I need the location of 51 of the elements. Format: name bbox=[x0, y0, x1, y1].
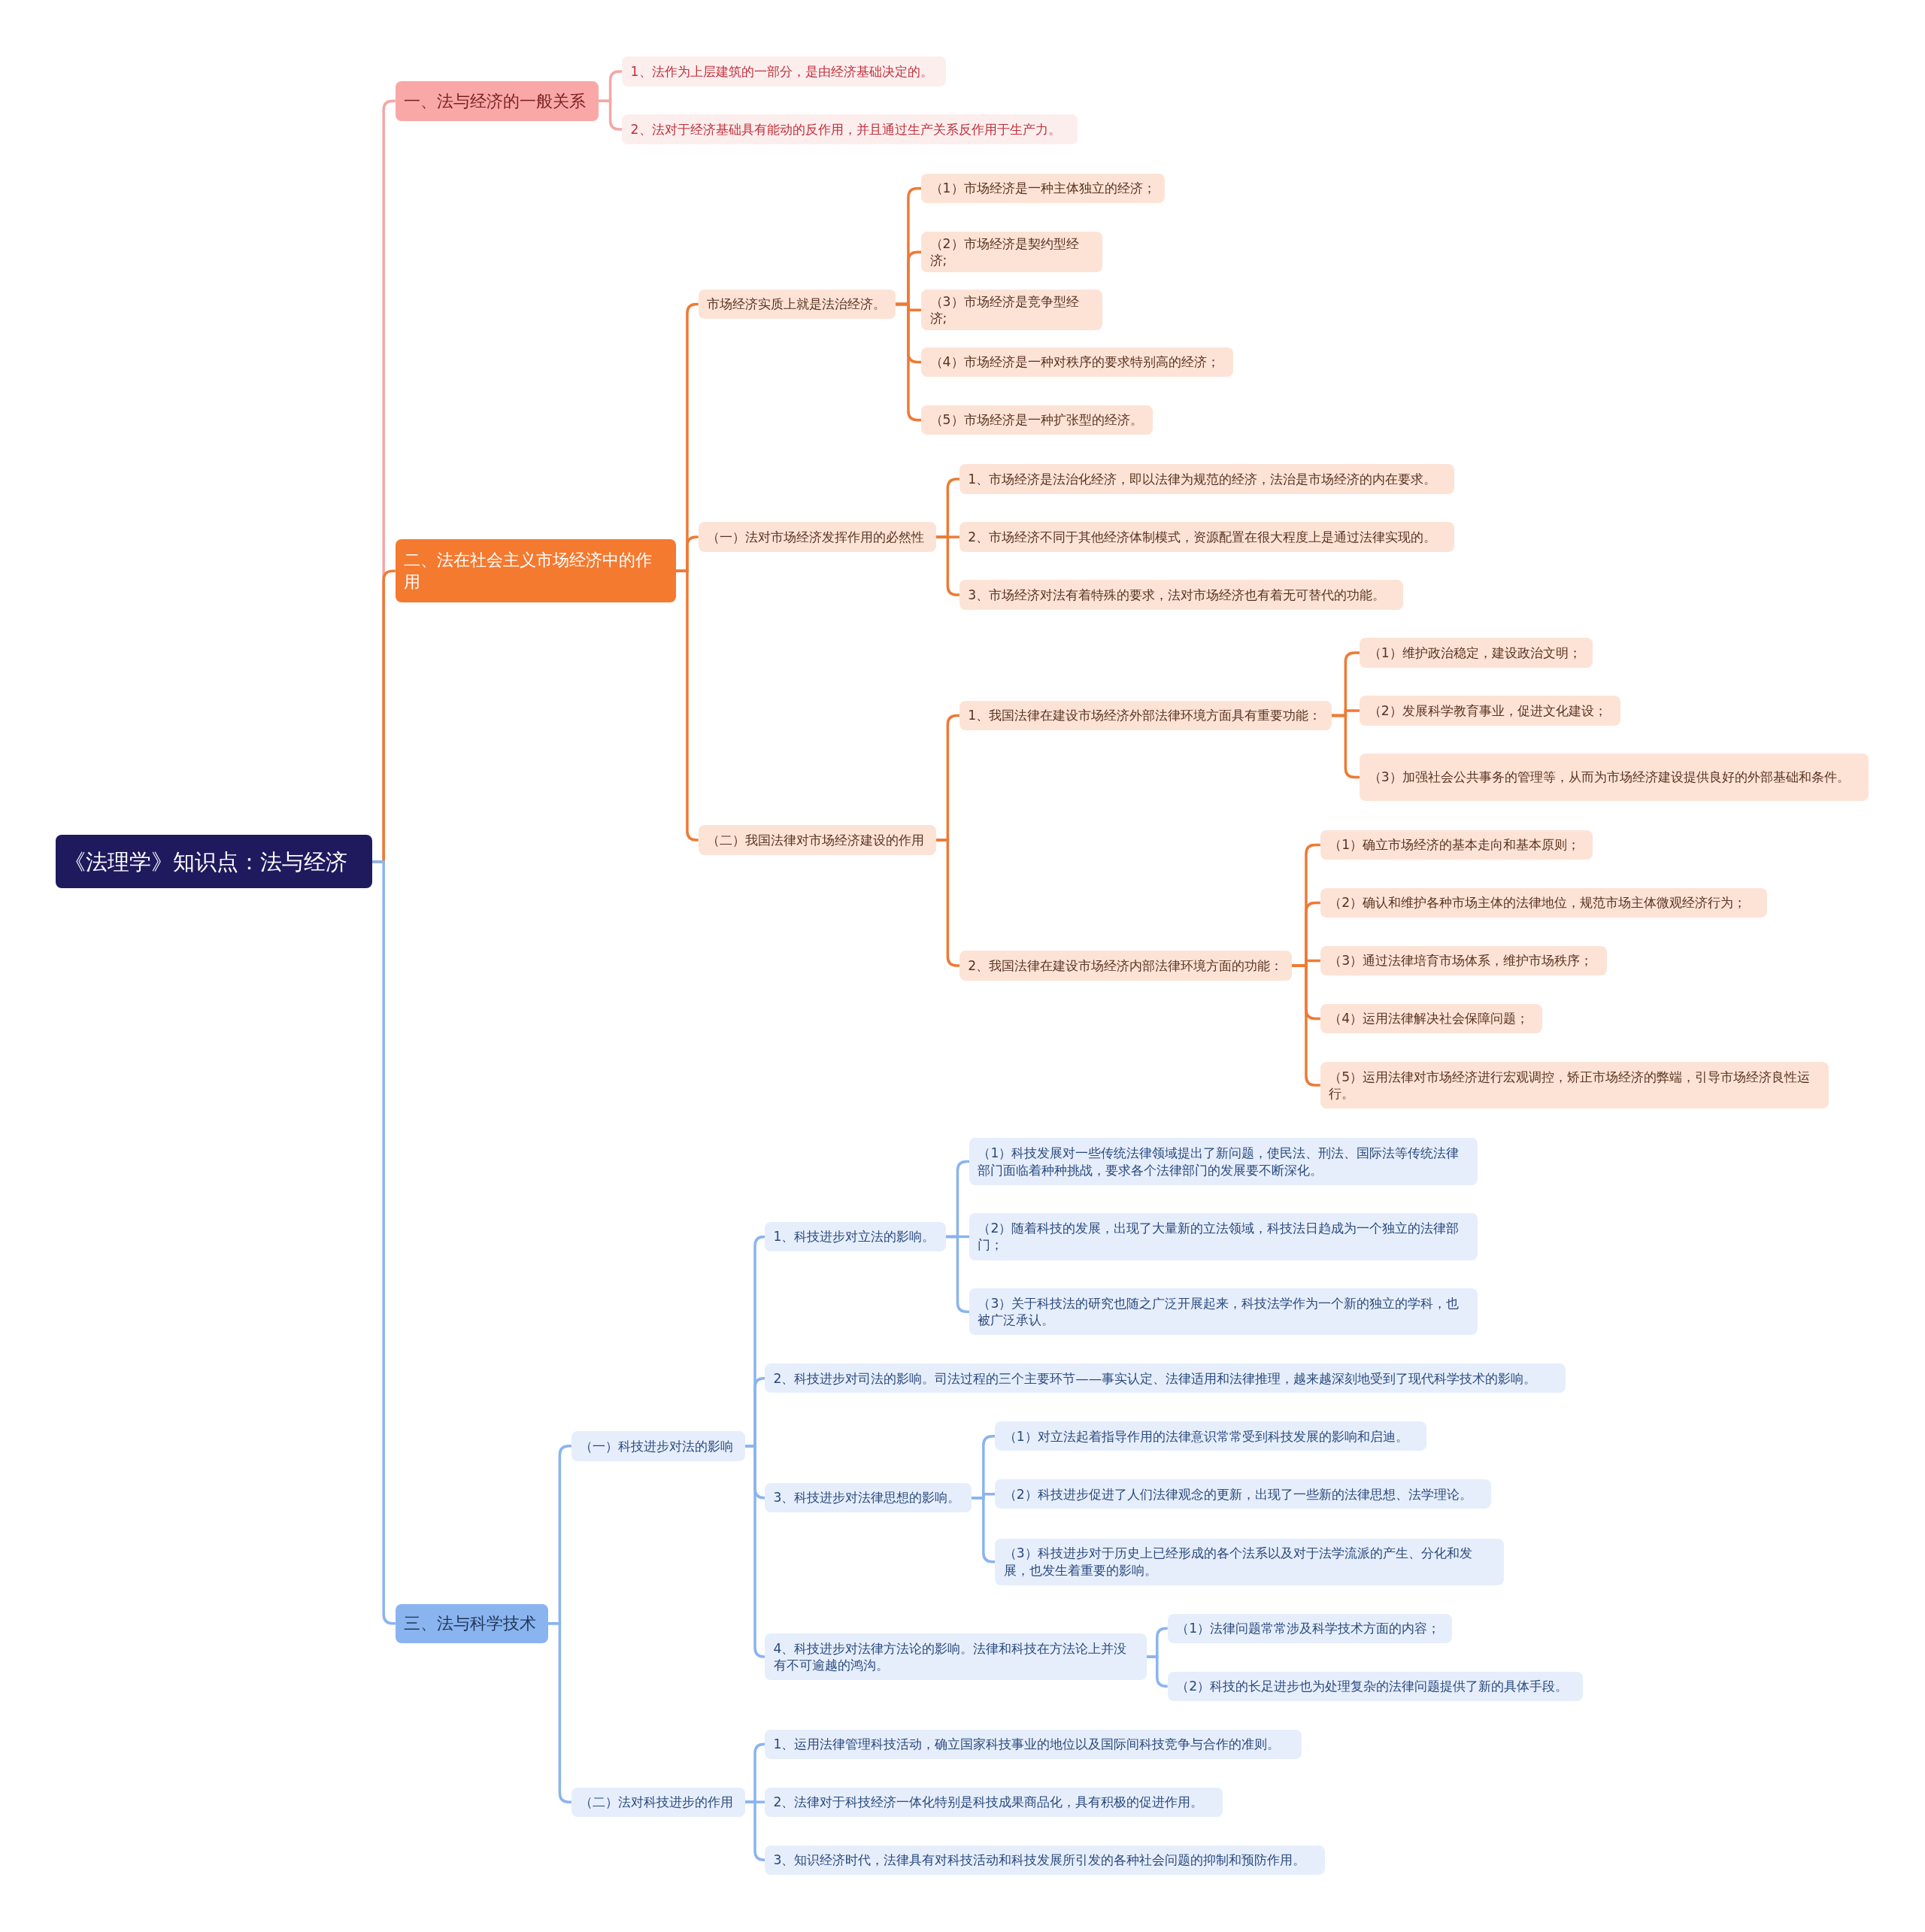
subtopic-box: （5）市场经济是一种扩张型的经济。 bbox=[921, 405, 1153, 435]
connector-line bbox=[744, 1800, 765, 1861]
connector-line bbox=[1331, 714, 1360, 779]
subtopic-box: （3）加强社会公共事务的管理等，从而为市场经济建设提供良好的外部基础和条件。 bbox=[1360, 754, 1869, 801]
branch-topic-box: 三、法与科学技术 bbox=[395, 1603, 548, 1643]
subtopic-box: 4、科技进步对法律方法论的影响。法律和科技在方法论上并没有不可逾越的鸿沟。 bbox=[765, 1633, 1147, 1681]
subtopic-box: （3）关于科技法的研究也随之广泛开展起来，科技法学作为一个新的独立的学科，也被广泛承认。 bbox=[969, 1288, 1478, 1336]
subtopic-box: 1、市场经济是法治化经济，即以法律为规范的经济，法治是市场经济的内在要求。 bbox=[959, 464, 1455, 494]
subtopic-box: （一）科技进步对法的影响 bbox=[571, 1431, 745, 1461]
subtopic-box: （2）随着科技的发展，出现了大量新的立法领域，科技法日趋成为一个独立的法律部门； bbox=[969, 1213, 1478, 1260]
subtopic-box: （1）科技发展对一些传统法律领域提出了新问题，使民法、刑法、国际法等传统法律部门面临着种种挑战，要求各个法律部门的发展要不断深化。 bbox=[969, 1138, 1478, 1185]
subtopic-box: 3、科技进步对法律思想的影响。 bbox=[765, 1483, 972, 1513]
subtopic-box: 1、法作为上层建筑的一部分，是由经济基础决定的。 bbox=[622, 56, 946, 86]
root-topic-box: 《法理学》知识点：法与经济 bbox=[55, 835, 372, 888]
connector-line bbox=[895, 302, 922, 422]
subtopic-box: 3、市场经济对法有着特殊的要求，法对市场经济也有着无可替代的功能。 bbox=[959, 580, 1403, 610]
subtopic-box: 3、知识经济时代，法律具有对科技活动和科技发展所引发的各种社会问题的抑制和预防作用。 bbox=[765, 1845, 1326, 1875]
connector-line bbox=[599, 99, 623, 131]
branch-topic-box: 一、法与经济的一般关系 bbox=[395, 81, 599, 121]
subtopic-box: 2、法对于经济基础具有能动的反作用，并且通过生产关系反作用于生产力。 bbox=[622, 114, 1078, 144]
subtopic-box: 2、科技进步对司法的影响。司法过程的三个主要环节——事实认定、法律适用和法律推理，越来越深刻地受到了现代科学技术的影响。 bbox=[765, 1363, 1566, 1394]
subtopic-box: （二）我国法律对市场经济建设的作用 bbox=[698, 825, 936, 855]
subtopic-box: （3）科技进步对于历史上已经形成的各个法系以及对于法学流派的产生、分化和发展，也发生着重要的影响。 bbox=[995, 1538, 1504, 1585]
connector-line bbox=[1146, 1655, 1168, 1688]
subtopic-box: （2）科技的长足进步也为处理复杂的法律问题提供了新的具体手段。 bbox=[1167, 1671, 1583, 1701]
connector-line bbox=[1292, 964, 1320, 1087]
subtopic-box: （一）法对市场经济发挥作用的必然性 bbox=[698, 522, 936, 552]
subtopic-box: （1）对立法起着指导作用的法律意识常常受到科技发展的影响和启迪。 bbox=[995, 1421, 1426, 1451]
subtopic-box: （1）法律问题常常涉及科学技术方面的内容； bbox=[1167, 1613, 1453, 1643]
subtopic-box: （2）科技进步促进了人们法律观念的更新，出现了一些新的法律思想、法学理论。 bbox=[995, 1479, 1492, 1509]
subtopic-box: （2）发展科学教育事业，促进文化建设； bbox=[1360, 696, 1621, 726]
subtopic-box: （4）运用法律解决社会保障问题； bbox=[1320, 1003, 1542, 1034]
subtopic-box: （4）市场经济是一种对秩序的要求特别高的经济； bbox=[921, 347, 1233, 378]
subtopic-box: （3）通过法律培育市场体系，维护市场秩序； bbox=[1320, 945, 1608, 976]
subtopic-box: 2、市场经济不同于其他经济体制模式，资源配置在很大程度上是通过法律实现的。 bbox=[959, 522, 1455, 552]
subtopic-box: （2）确认和维护各种市场主体的法律地位，规范市场主体微观经济行为； bbox=[1320, 887, 1768, 918]
subtopic-box: 市场经济实质上就是法治经济。 bbox=[698, 289, 896, 320]
subtopic-box: （2）市场经济是契约型经济; bbox=[921, 231, 1102, 273]
subtopic-box: 2、我国法律在建设市场经济内部法律环境方面的功能： bbox=[959, 951, 1293, 981]
subtopic-box: （3）市场经济是竞争型经济; bbox=[921, 289, 1102, 331]
subtopic-box: 1、科技进步对立法的影响。 bbox=[765, 1221, 946, 1252]
subtopic-box: 1、运用法律管理科技活动，确立国家科技事业的地位以及国际间科技竞争与合作的准则。 bbox=[765, 1729, 1302, 1759]
subtopic-box: （1）确立市场经济的基本走向和基本原则； bbox=[1320, 830, 1593, 860]
subtopic-box: （二）法对科技进步的作用 bbox=[571, 1787, 745, 1817]
subtopic-box: 2、法律对于科技经济一体化特别是科技成果商品化，具有积极的促进作用。 bbox=[765, 1787, 1223, 1817]
subtopic-box: （1）市场经济是一种主体独立的经济； bbox=[921, 173, 1166, 204]
subtopic-box: （1）维护政治稳定，建设政治文明； bbox=[1360, 638, 1593, 668]
branch-topic-box: 二、法在社会主义市场经济中的作用 bbox=[395, 539, 677, 602]
connector-line bbox=[744, 1445, 765, 1658]
subtopic-box: 1、我国法律在建设市场经济外部法律环境方面具有重要功能： bbox=[959, 700, 1332, 731]
subtopic-box: （5）运用法律对市场经济进行宏观调控，矫正市场经济的弊端，引导市场经济良性运行。 bbox=[1320, 1061, 1830, 1109]
